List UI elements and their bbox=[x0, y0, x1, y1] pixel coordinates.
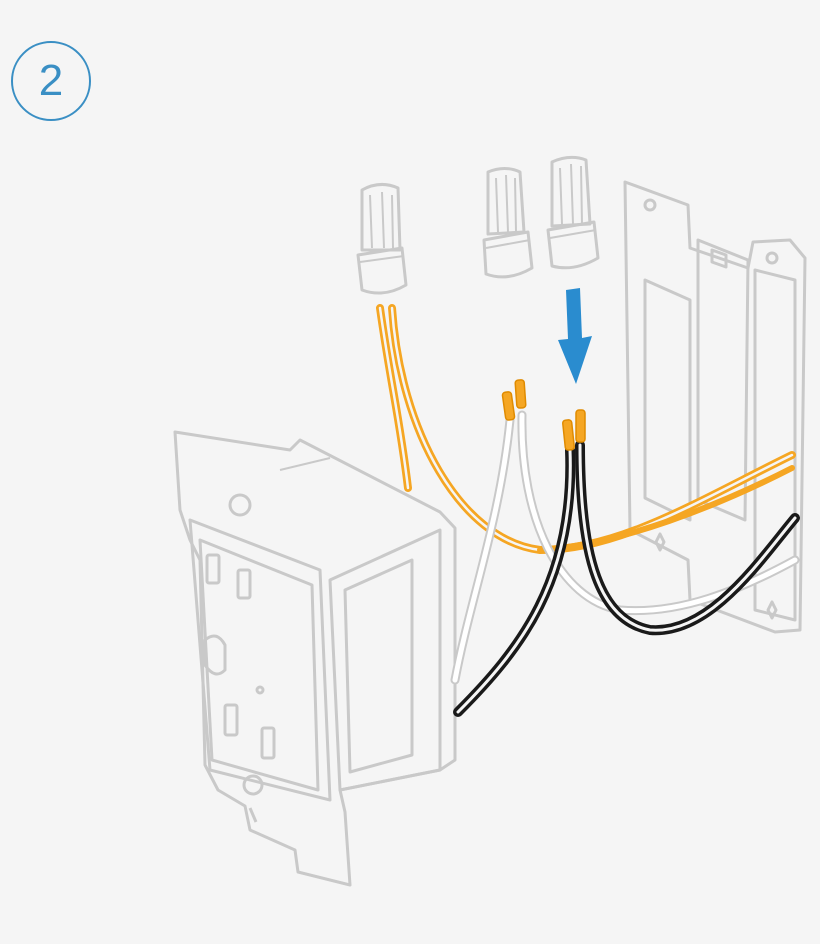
wire-nut-icon bbox=[356, 183, 408, 295]
step-number-badge: 2 bbox=[11, 41, 91, 121]
wire-nut-icon bbox=[546, 155, 600, 270]
hot-wires bbox=[376, 304, 796, 555]
black-wires bbox=[453, 440, 800, 717]
wall-box bbox=[623, 180, 807, 634]
neutral-wires bbox=[450, 410, 800, 685]
wire-nut-icon bbox=[482, 167, 534, 279]
outlet-device bbox=[173, 430, 457, 887]
down-arrow-icon bbox=[558, 288, 592, 384]
step-number: 2 bbox=[38, 56, 64, 105]
wire-tips bbox=[501, 379, 586, 451]
